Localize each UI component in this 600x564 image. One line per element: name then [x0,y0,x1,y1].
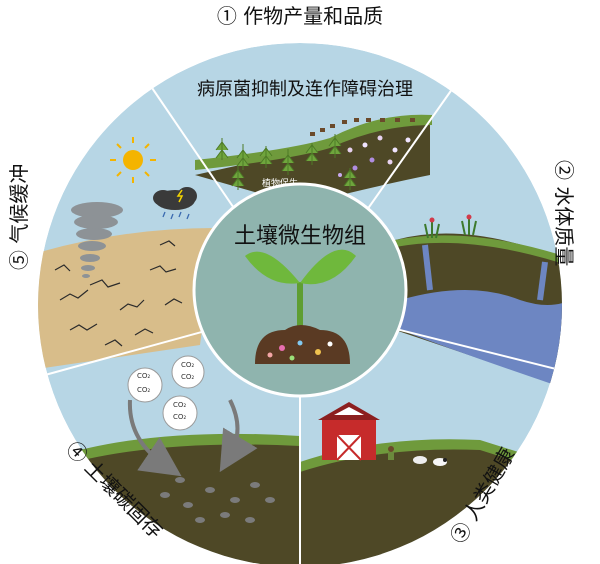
people-animals [388,446,447,466]
barn [318,402,380,461]
label-climate-buffer: ⑤ 气候缓冲 [7,164,31,270]
label-crop-yield: ① 作物产量和品质 [217,4,383,28]
sun-icon [110,137,156,183]
co2-label-1: CO₂ [137,372,150,380]
co2-arrow-right [219,399,258,473]
co2-label-5: CO₂ [173,401,186,409]
reed-plants [424,217,477,239]
soil-mound [255,325,350,364]
label-water-quality: ② 水体质量 [552,160,576,266]
segment-water-quality [395,214,562,390]
co2-label-2: CO₂ [137,386,150,394]
crop-plants [215,134,357,190]
center-circle: 土壤微生物组 [192,182,408,398]
co2-label-3: CO₂ [181,361,194,369]
rain-cloud-icon [153,187,197,220]
segment-climate-buffer [38,137,215,370]
tornado-icon [71,202,123,278]
segment-top-title: 病原菌抑制及连作障碍治理 [197,79,413,100]
center-title: 土壤微生物组 [234,224,366,249]
soil-cracks [54,240,183,347]
co2-arrow-left [127,399,182,477]
soil-microbes-top [338,135,411,177]
carbon-nodules [160,477,275,523]
segment-crop-yield: 植物促生 [195,114,432,205]
co2-label-4: CO₂ [181,373,194,381]
co2-bubbles [127,355,205,431]
animals-on-hill [310,118,415,136]
co2-label-6: CO₂ [173,413,186,421]
